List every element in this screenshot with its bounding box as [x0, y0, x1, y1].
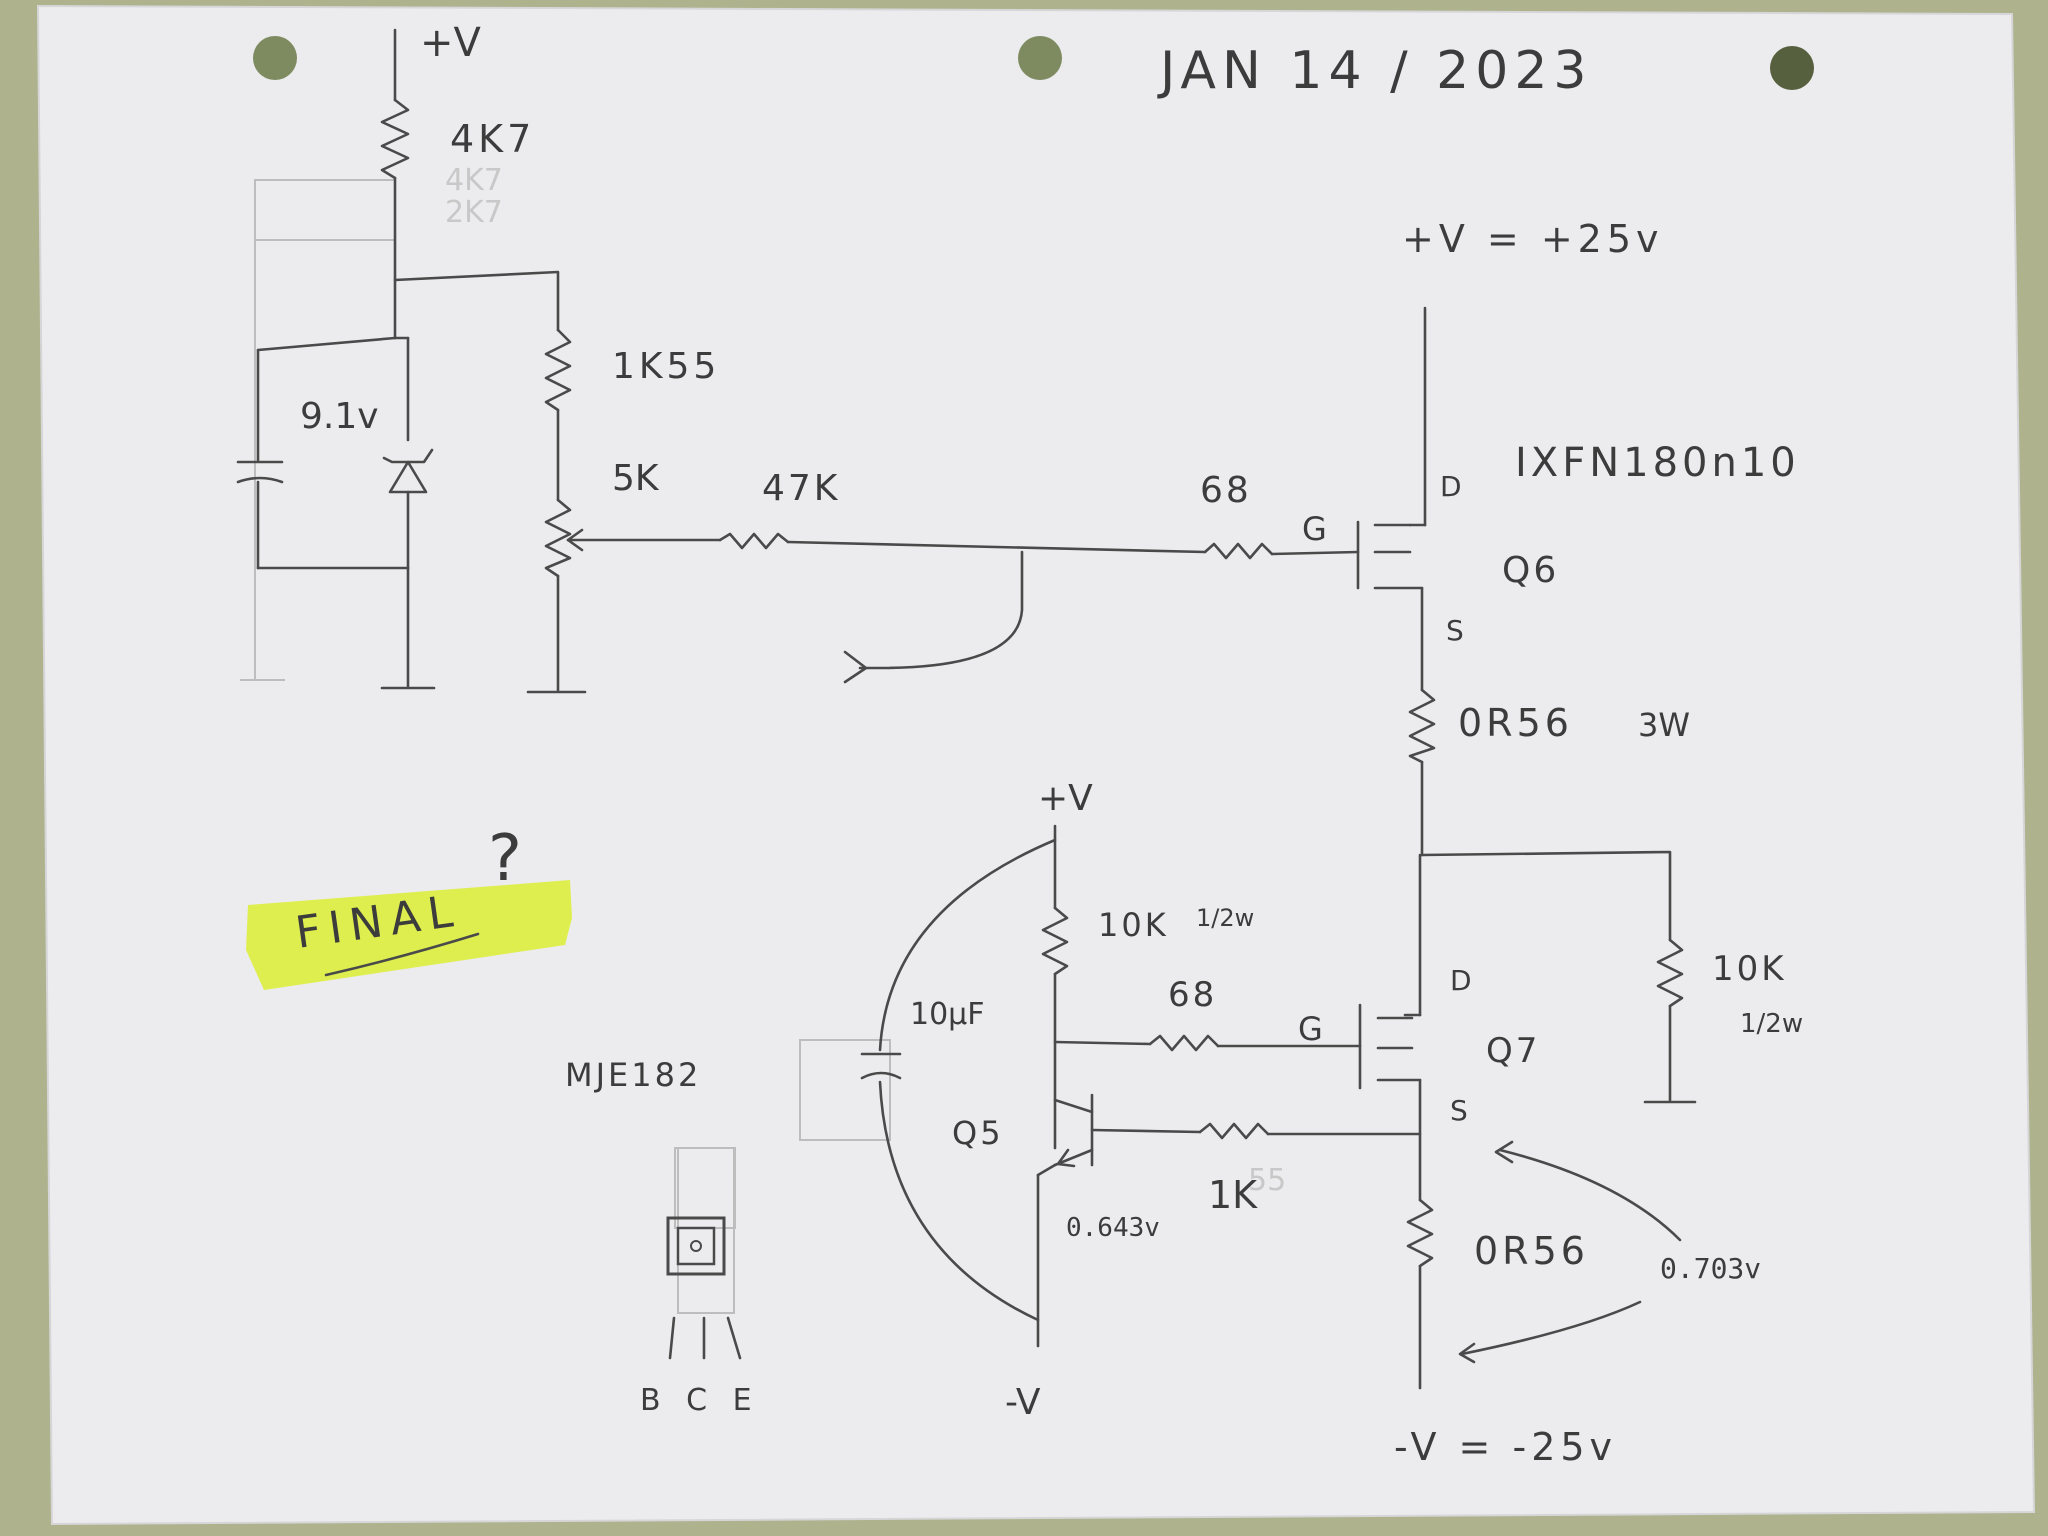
bjt-part-label: MJE182 [565, 1056, 701, 1094]
cap-label: 10µF [910, 997, 985, 1032]
source-q7-label: S [1450, 1094, 1468, 1127]
resistor-0r56-top [1408, 688, 1436, 764]
bias-network: +V 4K7 1K55 5K 9.1v [236, 20, 722, 694]
resistor-47k [718, 532, 790, 550]
pot-5k-label: 5K [612, 458, 660, 499]
date-label: JAN 14 / 2023 [1157, 41, 1593, 101]
q7-label: Q7 [1486, 1031, 1540, 1071]
pos-small-label: +V [1038, 778, 1093, 819]
resistor-0r56-power-label: 3W [1638, 706, 1690, 744]
highlighter-mark [246, 880, 572, 990]
question-mark: ? [488, 822, 522, 896]
q5-label: Q5 [952, 1114, 1004, 1152]
vbe-label: 0.643v [1066, 1213, 1160, 1243]
resistor-1k55 [544, 328, 572, 412]
source-resistor-bottom: 0R56 -V = -25v [1394, 1198, 1617, 1469]
resistor-0r56-bottom [1406, 1198, 1434, 1268]
svg-text:55: 55 [1248, 1163, 1286, 1198]
gate-drive-q6: 47K 68 [718, 468, 1360, 684]
drain-q6-label: D [1440, 470, 1462, 503]
resistor-47k-label: 47K [762, 468, 840, 509]
resistor-68-bottom-label: 68 [1168, 975, 1217, 1015]
mosfet-q6: G D S Q6 IXFN180n10 +V = +25v [1302, 217, 1800, 692]
resistor-68-top [1203, 542, 1274, 560]
resistor-10k-left [1041, 906, 1069, 976]
resistor-68-top-label: 68 [1200, 470, 1252, 511]
vgs-label: 0.703v [1660, 1252, 1761, 1285]
drain-q7-label: D [1450, 964, 1472, 997]
pins-label: B C E [640, 1383, 760, 1418]
resistor-10k-right-power: 1/2w [1740, 1009, 1803, 1039]
svg-text:4K7: 4K7 [445, 163, 503, 198]
gate-q7-label: G [1298, 1010, 1323, 1048]
mje182-pinout: MJE182 B C E [565, 1056, 760, 1418]
resistor-0r56-top-label: 0R56 [1458, 701, 1573, 745]
q6-label: Q6 [1502, 550, 1559, 591]
binder-hole-right [1770, 46, 1814, 90]
resistor-10k-right [1656, 938, 1684, 1008]
mosfet-part-label: IXFN180n10 [1515, 440, 1800, 486]
bias-q5: +V 10K 1/2w 68 Q5 0.643v -V 1K 10µF [860, 778, 1422, 1423]
pos-supply-label: +V = +25v [1402, 217, 1664, 261]
svg-text:2K7: 2K7 [445, 195, 503, 230]
resistor-4k7-label: 4K7 [450, 117, 535, 161]
binder-hole-middle [1018, 36, 1062, 80]
gate-q6-label: G [1302, 510, 1327, 548]
source-q6-label: S [1446, 614, 1464, 647]
resistor-10k-left-label: 10K [1098, 906, 1169, 944]
resistor-0r56-bottom-label: 0R56 [1474, 1229, 1589, 1273]
resistor-1k [1198, 1122, 1270, 1140]
resistor-10k-right-label: 10K [1712, 949, 1787, 989]
neg-supply-label: -V = -25v [1394, 1425, 1617, 1469]
resistor-68-bottom [1148, 1034, 1220, 1052]
resistor-1k-label: 1K [1208, 1173, 1258, 1217]
pot-5k [544, 498, 572, 578]
resistor-10k-left-power: 1/2w [1196, 904, 1254, 932]
top-rail-label: +V [420, 20, 482, 66]
neg-small-label: -V [1005, 1382, 1041, 1423]
resistor-4k7 [380, 98, 410, 180]
source-resistor-top: 0R56 3W 10K 1/2w [1408, 688, 1803, 1104]
zener-label: 9.1v [300, 396, 379, 437]
vgs-annotation: 0.703v [1458, 1140, 1761, 1364]
binder-hole-left [253, 36, 297, 80]
paper-sheet [36, 4, 2036, 1526]
resistor-1k55-label: 1K55 [612, 346, 720, 387]
